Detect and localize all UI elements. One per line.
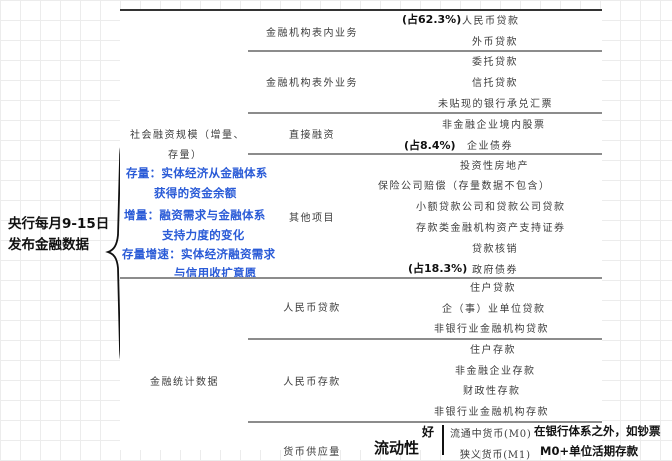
section-label-social-financing-2: 存量） [168, 150, 203, 161]
divider [248, 338, 602, 340]
note-increment: 增量：融资需求与金融体系 [124, 208, 266, 222]
side-note-liquidity: 流动性 [374, 439, 420, 457]
item-nonbank-loans: 非银行业金融机构贷款 [434, 324, 549, 335]
bracket-line [442, 425, 444, 455]
divider [248, 50, 602, 52]
item-corporate-bonds: 企业债券 [467, 141, 513, 152]
item-enterprise-loans: 企（事）业单位贷款 [442, 304, 546, 315]
group-rmb-deposits: 人民币存款 [283, 377, 341, 388]
item-m1-note: M0+单位活期存款 [540, 444, 639, 458]
divider [248, 153, 602, 155]
item-government-bonds: 政府债券 [472, 265, 518, 276]
item-domestic-stocks: 非金融企业境内股票 [442, 120, 546, 131]
item-m0-note: 在银行体系之外，如钞票 [534, 424, 661, 438]
mindmap-table: 社会融资规模（增量、 存量） 存量：实体经济从金融体系 获得的资金余额 增量：融… [120, 9, 661, 461]
annotation-on-balance: (占62.3%) [402, 13, 462, 26]
root-label-line1: 央行每月9-15日 [8, 216, 110, 232]
group-on-balance: 金融机构表内业务 [266, 28, 358, 39]
root-label: 央行每月9-15日 发布金融数据 [8, 214, 109, 256]
group-other: 其他项目 [289, 213, 335, 224]
item-rmb-loans: 人民币贷款 [462, 16, 520, 27]
divider [248, 421, 602, 423]
item-nonfinancial-deposits: 非金融企业存款 [455, 366, 536, 377]
item-insurance-compensation: 保险公司赔偿（存量数据不包含） [378, 181, 551, 192]
root-label-line2: 发布金融数据 [8, 237, 89, 253]
top-rule [120, 9, 602, 11]
item-entrusted-loans: 委托贷款 [472, 57, 518, 68]
group-rmb-loans: 人民币贷款 [283, 303, 341, 314]
item-fiscal-deposits: 财政性存款 [463, 386, 521, 397]
note-growth-2: 与信用收扩意愿 [174, 266, 257, 280]
item-fx-loans: 外币贷款 [472, 37, 518, 48]
item-m1: 狭义货币(M1) [460, 450, 531, 461]
item-microloans: 小额贷款公司和贷款公司贷款 [416, 202, 566, 213]
item-undiscounted-bills: 未贴现的银行承兑汇票 [438, 99, 553, 110]
group-off-balance: 金融机构表外业务 [266, 78, 358, 89]
item-nonbank-deposits: 非银行业金融机构存款 [434, 407, 549, 418]
note-growth: 存量增速：实体经济融资需求 [122, 247, 276, 261]
item-investment-property: 投资性房地产 [460, 161, 529, 172]
item-abs: 存款类金融机构资产支持证券 [416, 223, 566, 234]
group-direct-financing: 直接融资 [289, 130, 335, 141]
section-label-social-financing: 社会融资规模（增量、 [130, 130, 245, 141]
note-stock-2: 获得的资金余额 [154, 186, 237, 200]
group-money-supply: 货币供应量 [283, 447, 341, 458]
item-household-loans: 住户贷款 [470, 283, 516, 294]
item-household-deposits: 住户存款 [470, 345, 516, 356]
annotation-direct-financing: (占8.4%) [404, 139, 456, 152]
item-loan-writeoff: 贷款核销 [472, 244, 518, 255]
divider [248, 112, 602, 114]
quality-note-good: 好 [422, 425, 435, 439]
note-increment-2: 支持力度的变化 [162, 228, 245, 242]
note-stock: 存量：实体经济从金融体系 [126, 166, 268, 180]
item-m0: 流通中货币(M0) [450, 429, 532, 440]
item-trust-loans: 信托贷款 [472, 78, 518, 89]
section-divider [120, 277, 602, 279]
section-label-financial-statistics: 金融统计数据 [150, 377, 219, 388]
annotation-other: (占18.3%) [408, 262, 468, 275]
